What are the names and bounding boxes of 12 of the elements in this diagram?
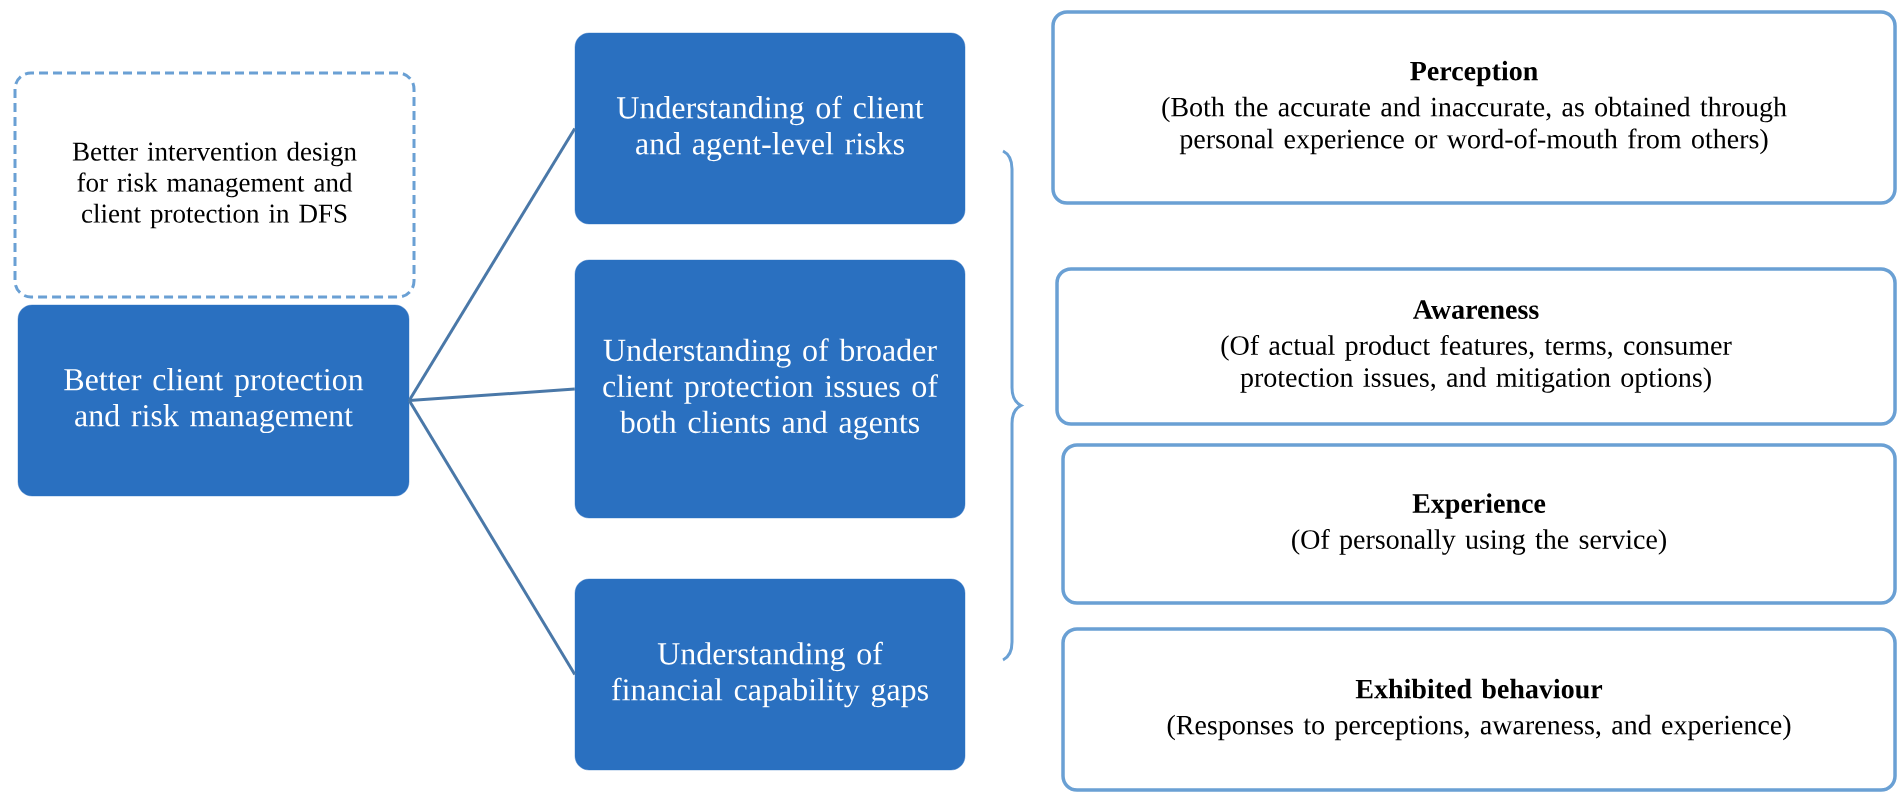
process-box: Understanding of client and agent-level risks — [574, 32, 966, 225]
connector-line — [407, 399, 577, 676]
goal-box: Better intervention design for risk management and client protection in DFS — [13, 71, 416, 299]
process-box: Understanding of financial capability gaps — [574, 578, 966, 771]
process-box: Understanding of broader client protection issues of both clients and agents — [574, 259, 966, 519]
factor-box: Awareness (Of actual product features, terms, consumer protection issues, and mitigation options) — [1055, 267, 1897, 426]
connector-line — [409, 387, 575, 402]
process-box: Better client protection and risk management — [17, 304, 410, 497]
factor-box: Exhibited behaviour (Responses to perceptions, awareness, and experience) — [1061, 627, 1897, 792]
factor-box: Experience (Of personally using the service) — [1061, 443, 1897, 605]
factor-box: Perception (Both the accurate and inaccurate, as obtained through personal experience or word-of-mouth from others) — [1051, 10, 1897, 205]
connector-line — [407, 127, 577, 402]
